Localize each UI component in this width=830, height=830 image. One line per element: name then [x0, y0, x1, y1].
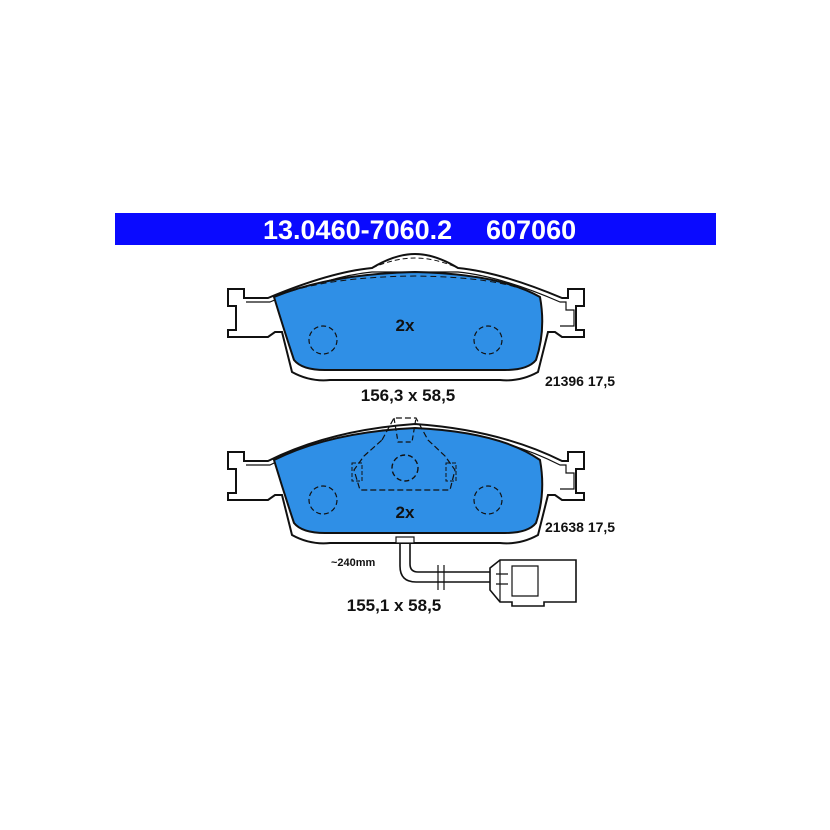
top-pad-friction-material	[272, 270, 544, 371]
bottom-pad-sensor-lug-right	[445, 462, 457, 482]
top-pad-hole-right	[473, 325, 503, 355]
bottom-pad-sensor-housing	[353, 417, 456, 491]
bottom-pad-code-thickness: 21638 17,5	[545, 519, 615, 535]
article-number: 607060	[486, 215, 577, 245]
bottom-pad-sensor-lug-left	[351, 462, 363, 482]
sensor-connector	[489, 559, 577, 607]
sensor-cable-wire	[399, 543, 490, 583]
bottom-pad: 2x	[227, 417, 585, 545]
bottom-pad-dimensions: 155,1 x 58,5	[347, 596, 442, 615]
sensor-cable-boot	[395, 536, 415, 544]
bottom-pad-sensor-hole	[391, 454, 419, 482]
wear-sensor-cable	[395, 536, 577, 607]
sensor-connector-detail	[496, 560, 539, 602]
top-pad-hump	[371, 257, 459, 269]
top-pad-dimensions: 156,3 x 58,5	[361, 386, 456, 405]
part-number: 13.0460-7060.2	[263, 215, 453, 245]
bottom-pad-hole-left	[308, 485, 338, 515]
header-banner: 13.0460-7060.2 607060	[115, 213, 716, 245]
top-pad: 2x	[227, 252, 585, 382]
sensor-cable-wire-inner	[409, 543, 490, 573]
wire-length-label: ~240mm	[331, 557, 376, 569]
top-pad-code-thickness: 21396 17,5	[545, 373, 615, 389]
bottom-pad-hole-right	[473, 485, 503, 515]
top-pad-hole-left	[308, 325, 338, 355]
top-pad-quantity: 2x	[396, 316, 415, 335]
top-pad-dashed-outline	[281, 275, 535, 295]
bottom-pad-quantity: 2x	[396, 503, 415, 522]
bottom-pad-sensor-slot	[393, 417, 417, 443]
